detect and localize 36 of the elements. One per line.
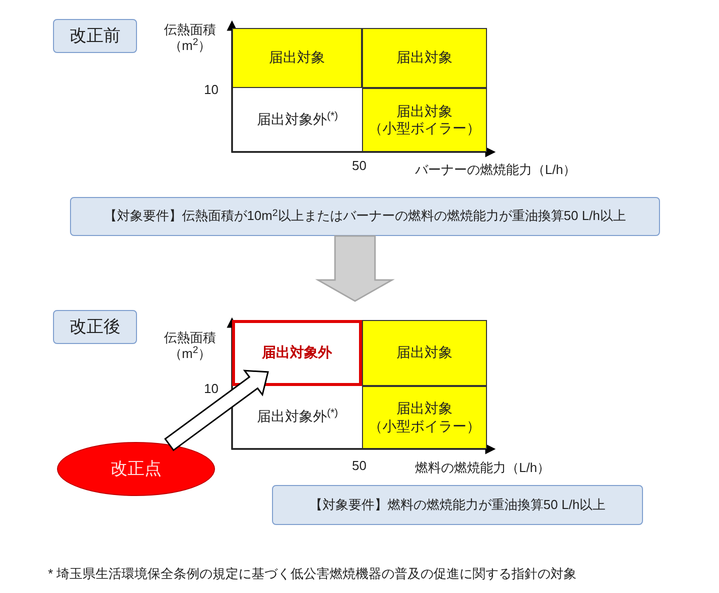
section-tag (53, 310, 137, 344)
category-cell (362, 28, 487, 88)
node-text: 届出対象 (396, 49, 452, 67)
section-tag (53, 19, 137, 53)
axis-title: 燃料の燃焼能力（L/h） (415, 460, 552, 476)
highlighted-cell (232, 320, 362, 386)
axis-title: 伝熱面積（m$^{2}$） (163, 22, 217, 54)
category-cell (232, 88, 362, 152)
node-text: 改正後 (70, 316, 120, 338)
axis-tick-label: 50 (352, 458, 368, 474)
node-text: 届出対象外$^{(*)}$ (256, 110, 338, 128)
axis-tick-label: 50 (352, 158, 368, 174)
node-text: 改正点 (110, 458, 162, 480)
category-cell (362, 386, 487, 449)
footnote: * 埼玉県生活環境保全条例の規定に基づく低公害燃焼機器の普及の促進に関する指針の対象 (48, 566, 578, 582)
node-text: 【対象要件】燃料の燃焼能力が重油換算50 L/h以上 (309, 496, 606, 514)
axis-title: バーナーの燃焼能力（L/h） (415, 162, 578, 178)
node-text: 届出対象外 (262, 344, 332, 362)
axis-tick-label: 10 (204, 381, 220, 398)
block-arrow (164, 370, 269, 452)
category-cell (362, 320, 487, 386)
node-text: 届出対象（小型ボイラー） (368, 102, 482, 138)
node-text: 届出対象外$^{(*)}$ (256, 408, 338, 426)
node-text: 【対象要件】伝熱面積が10m$^{2}$以上またはバーナーの燃料の燃焼能力が重油換算50 L/h以上 (104, 208, 626, 225)
axis-tick-label: 10 (204, 82, 220, 98)
node-text: 届出対象 (396, 344, 452, 362)
requirement-box (272, 485, 643, 525)
node-text: 届出対象（小型ボイラー） (368, 400, 482, 435)
node-text: 改正前 (70, 25, 120, 47)
category-cell (232, 28, 362, 88)
category-cell (362, 88, 487, 152)
requirement-box (70, 197, 660, 236)
block-arrow (315, 235, 395, 302)
node-text: 届出対象 (269, 49, 325, 67)
axis-title: 伝熱面積（m$^{2}$） (163, 330, 217, 362)
category-cell (232, 386, 362, 449)
